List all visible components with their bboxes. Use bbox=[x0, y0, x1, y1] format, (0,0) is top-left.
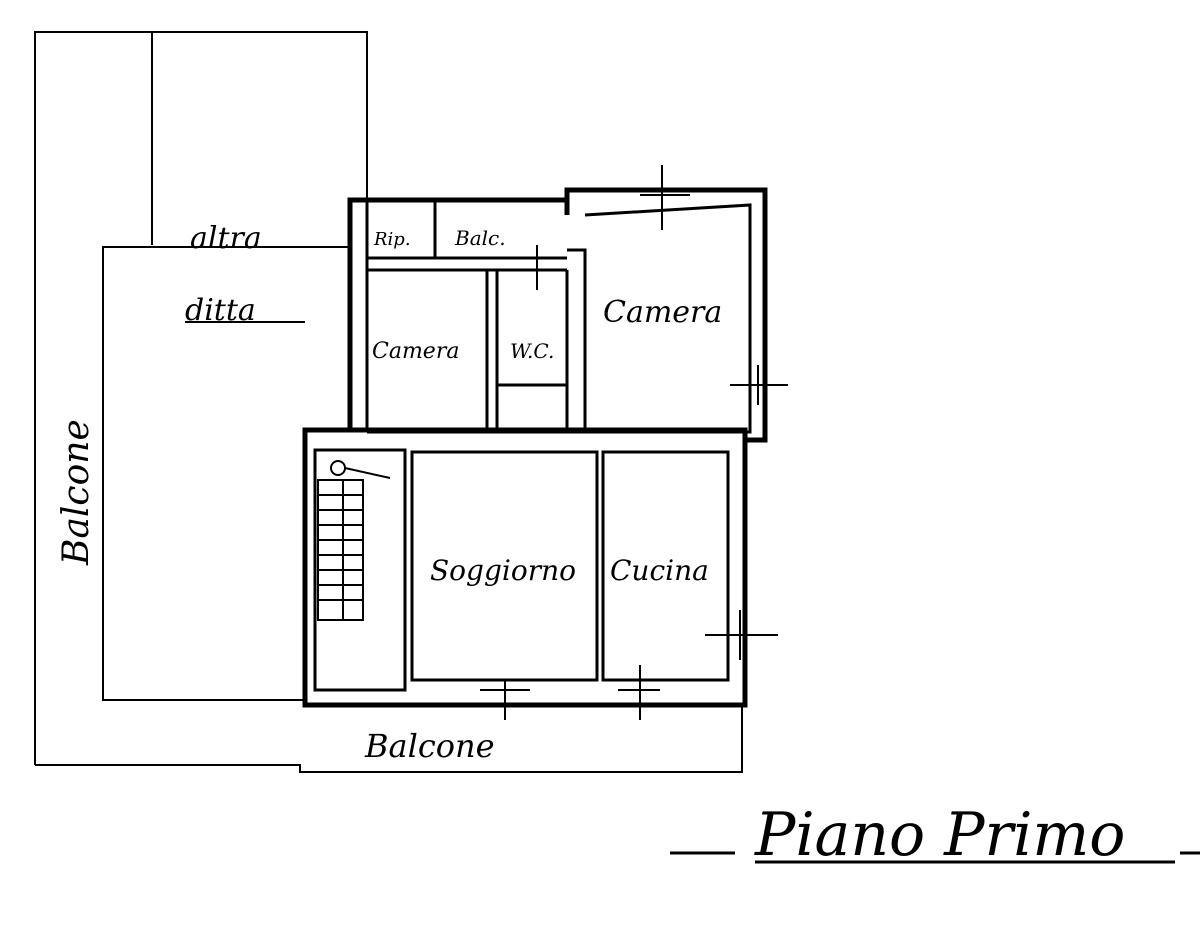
label-altra: altra bbox=[190, 221, 262, 256]
title-text: Piano Primo bbox=[754, 800, 1125, 870]
label-cucina: Cucina bbox=[610, 554, 709, 587]
label-soggiorno: Soggiorno bbox=[430, 554, 576, 587]
label-wc: W.C. bbox=[510, 339, 554, 363]
label-balcone-left: Balcone bbox=[56, 419, 97, 566]
label-camera-left: Camera bbox=[372, 339, 459, 364]
neighbour-outline bbox=[34, 31, 743, 773]
stairs bbox=[317, 460, 391, 621]
window-marks bbox=[480, 165, 788, 720]
apartment-walls bbox=[302, 165, 788, 720]
plan-title: Piano Primo bbox=[670, 800, 1200, 870]
label-camera-right: Camera bbox=[603, 295, 722, 330]
label-balc: Balc. bbox=[454, 226, 506, 250]
label-balcone-bottom: Balcone bbox=[364, 727, 495, 765]
label-rip: Rip. bbox=[373, 229, 411, 250]
